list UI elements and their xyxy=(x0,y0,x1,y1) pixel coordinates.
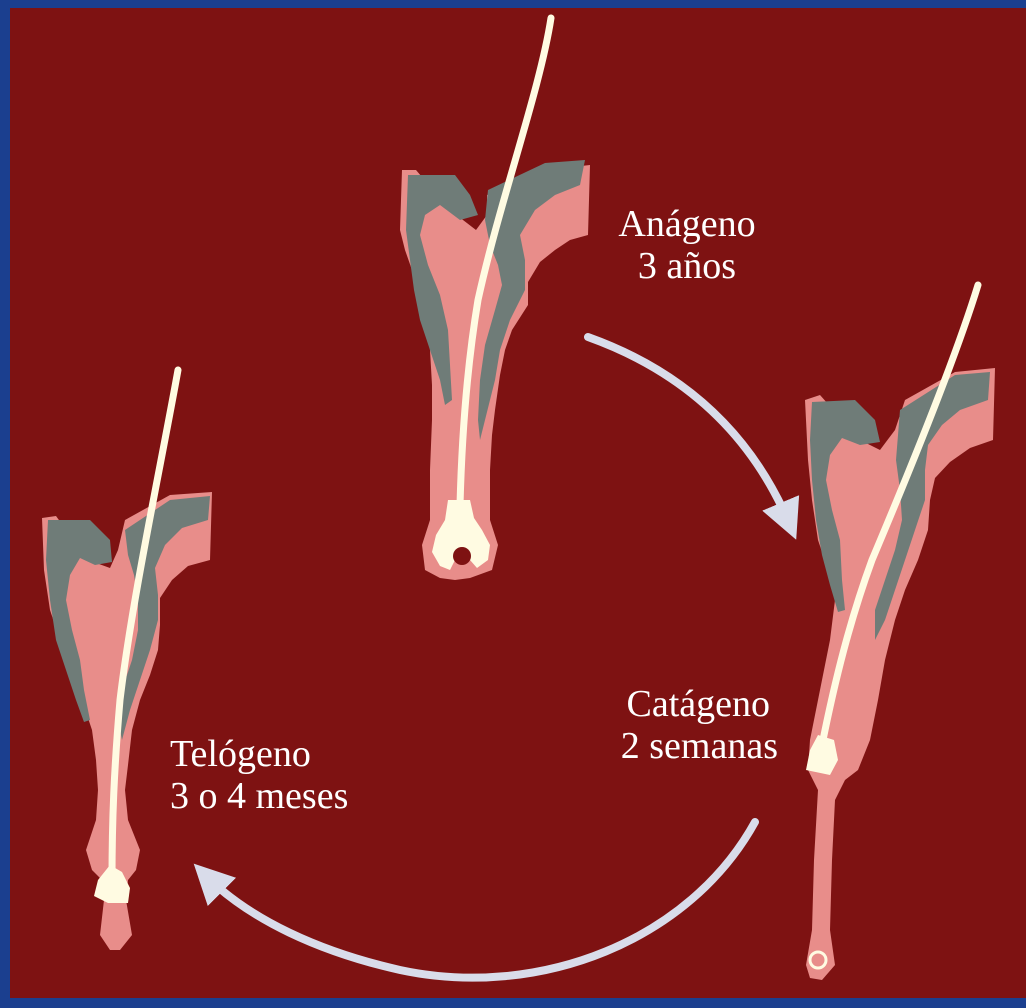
anagen-label: Anágeno 3 años xyxy=(592,203,782,287)
anagen-papilla xyxy=(453,547,471,565)
catagen-name: Catágeno xyxy=(574,683,778,725)
anagen-duration: 3 años xyxy=(592,245,782,287)
catagen-label: Catágeno 2 semanas xyxy=(574,683,778,767)
telogen-duration: 3 o 4 meses xyxy=(170,775,410,817)
anagen-name: Anágeno xyxy=(592,203,782,245)
telogen-label: Telógeno 3 o 4 meses xyxy=(170,733,410,817)
telogen-name: Telógeno xyxy=(170,733,410,775)
catagen-duration: 2 semanas xyxy=(574,725,778,767)
